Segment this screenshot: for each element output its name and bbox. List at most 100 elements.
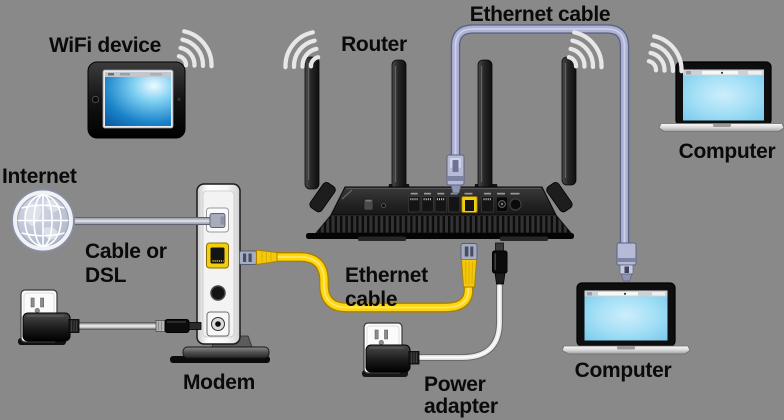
outlet-ground-hole bbox=[34, 307, 40, 314]
barrel-connector-neck bbox=[494, 272, 506, 285]
barrel-connector-ring bbox=[155, 320, 166, 332]
tablet-menubar-item2 bbox=[120, 73, 130, 76]
router-power-jack-pin bbox=[500, 202, 504, 206]
port-label-mark-button bbox=[510, 192, 520, 195]
yellow-boot-ridge3 bbox=[471, 261, 473, 285]
router-foot-right bbox=[500, 236, 548, 241]
router-antenna4 bbox=[561, 56, 577, 186]
globe-parallel-north bbox=[21, 204, 65, 209]
blue-connector-tip bbox=[450, 184, 462, 194]
barrel-connector-body bbox=[164, 319, 190, 333]
wifi-arc-4 bbox=[652, 34, 684, 74]
computer-wireless-label: Computer bbox=[679, 140, 776, 163]
outlet-slot-right bbox=[40, 297, 44, 308]
laptop-hinge-notch bbox=[617, 346, 635, 350]
port-label-mark-2 bbox=[424, 192, 431, 195]
port-label-mark-4 bbox=[450, 192, 458, 195]
wifi-waves-router-left-icon bbox=[283, 30, 321, 70]
router-usb-port bbox=[481, 196, 494, 213]
tablet-menubar-item3 bbox=[150, 73, 162, 76]
port-label-mark-3 bbox=[437, 192, 445, 195]
adapter-body bbox=[365, 344, 411, 373]
globe-parallel-south bbox=[21, 232, 65, 237]
ethernet-cable-mid-label-line2: cable bbox=[345, 288, 397, 311]
router-foot-left bbox=[358, 236, 406, 241]
wifi-arc-4 bbox=[572, 30, 604, 70]
internet-label: Internet bbox=[2, 165, 77, 188]
wifi-device-illustration bbox=[87, 61, 186, 139]
wifi-arc-3 bbox=[180, 37, 206, 69]
wifi-waves-tablet-icon bbox=[176, 29, 214, 69]
router-power-barrel-connector bbox=[492, 242, 508, 285]
ethernet-cable-mid-label-line1: Ethernet bbox=[345, 264, 428, 287]
wifi-arc-3 bbox=[570, 38, 596, 70]
cable-or-dsl-label-line1: Cable or bbox=[85, 240, 167, 263]
power-outlet-middle bbox=[362, 322, 420, 377]
blue-cable-highlight bbox=[454, 28, 626, 244]
router-power-button bbox=[509, 198, 522, 211]
blue-connector-band bbox=[447, 176, 464, 181]
laptop-webcam-dot bbox=[720, 71, 724, 74]
port-label-mark-power bbox=[497, 192, 505, 195]
computer-wired-illustration bbox=[561, 282, 691, 355]
router-antenna2 bbox=[391, 59, 407, 191]
yellow-boot-ridge1 bbox=[465, 261, 467, 285]
modem-power-adapter bbox=[22, 312, 202, 342]
power-adapter-label-line2: adapter bbox=[424, 395, 498, 418]
blue-ethernet-cable bbox=[450, 24, 630, 248]
internet-globe-icon bbox=[11, 188, 75, 253]
wifi-arc-4 bbox=[182, 29, 214, 69]
yellow-ethernet-connector-router bbox=[460, 243, 478, 288]
yellow-connector-clip-slot2 bbox=[470, 246, 474, 257]
laptop-base bbox=[658, 123, 784, 132]
yellow-ethernet-connector-modem bbox=[239, 249, 278, 266]
laptop-screen bbox=[683, 69, 764, 121]
laptop-browser-box bbox=[748, 71, 762, 75]
router-internet-port-opening bbox=[465, 200, 474, 211]
wifi-arc-2 bbox=[568, 46, 587, 69]
router-antenna4-joint bbox=[546, 182, 573, 213]
tablet-camera bbox=[91, 95, 100, 104]
router-illustration bbox=[304, 56, 577, 241]
yellow-connector-clip bbox=[460, 243, 478, 261]
router-antenna1-joint bbox=[309, 182, 336, 213]
router-lan-port-1 bbox=[408, 196, 421, 213]
wifi-arc-1 bbox=[308, 55, 321, 69]
wifi-waves-computer-icon bbox=[646, 34, 684, 74]
router-antenna1 bbox=[304, 56, 320, 190]
router-antenna3 bbox=[477, 59, 493, 191]
wifi-arc-3 bbox=[650, 42, 676, 74]
router-power-cable-highlight bbox=[418, 285, 501, 359]
blue-connector-latch bbox=[452, 160, 459, 172]
yellow-connector-clip-slot1 bbox=[464, 246, 469, 257]
modem-label: Modem bbox=[183, 371, 255, 394]
wifi-arc-2 bbox=[648, 50, 667, 73]
wifi-arc-1 bbox=[646, 59, 659, 73]
yellow-cable-highlight bbox=[276, 256, 470, 309]
cable-or-dsl-label-line2: DSL bbox=[85, 264, 127, 287]
tablet-home-button bbox=[177, 97, 181, 102]
wifi-arc-1 bbox=[566, 55, 579, 69]
tablet-menubar-item1 bbox=[108, 73, 114, 76]
globe-grid bbox=[17, 194, 69, 247]
blue-connector-slot bbox=[624, 266, 629, 273]
wifi-arc-1 bbox=[176, 54, 189, 68]
laptop-screen bbox=[584, 290, 668, 341]
laptop-base bbox=[561, 345, 691, 355]
computer-wireless-illustration bbox=[658, 61, 784, 132]
wifi-device-label: WiFi device bbox=[49, 34, 161, 57]
modem-ethernet-port-opening bbox=[210, 247, 225, 264]
laptop-address-bar bbox=[598, 292, 638, 296]
outlet-slot-left bbox=[374, 329, 379, 340]
wifi-waves-router-right-icon bbox=[566, 30, 604, 70]
ethernet-cable-top-label: Ethernet cable bbox=[470, 3, 611, 26]
laptop-browser-box bbox=[652, 292, 665, 296]
power-adapter-label-line1: Power bbox=[424, 373, 486, 396]
blue-connector-tip bbox=[620, 273, 633, 282]
blue-connector-band bbox=[617, 258, 636, 262]
tablet-screen bbox=[105, 77, 171, 126]
computer-wired-label: Computer bbox=[575, 359, 672, 382]
internet-cable-connector-notch bbox=[220, 216, 225, 225]
